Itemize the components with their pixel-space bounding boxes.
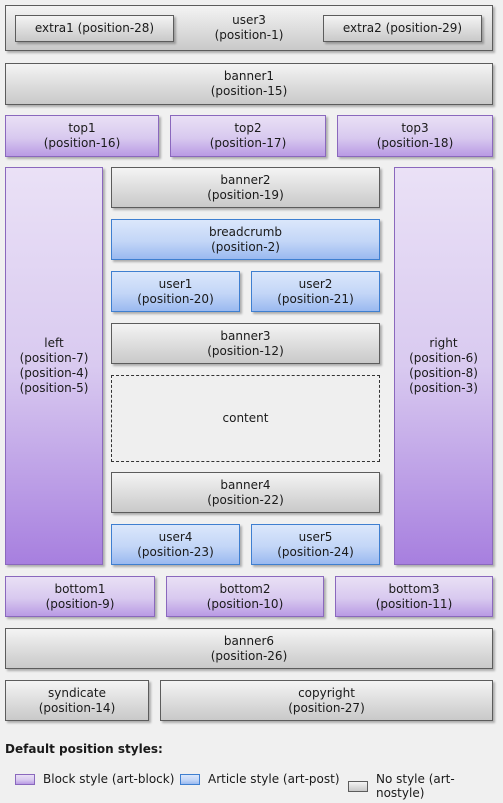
legend-item-block: Block style (art-block) bbox=[15, 772, 174, 786]
right-position-3: (position-3) bbox=[409, 381, 478, 395]
legend-swatch-nostyle bbox=[348, 780, 368, 792]
copyright-position: (position-27) bbox=[288, 700, 365, 715]
user2-box: user2 (position-21) bbox=[251, 271, 380, 312]
breadcrumb-position: (position-2) bbox=[211, 239, 280, 254]
banner1-box: banner1 (position-15) bbox=[5, 63, 493, 105]
left-box: left (position-7) (position-4) (position… bbox=[5, 167, 103, 565]
legend-label-post: Article style (art-post) bbox=[208, 772, 340, 786]
banner3-position: (position-12) bbox=[207, 343, 284, 358]
top3-position: (position-18) bbox=[376, 136, 454, 150]
bottom2-name: bottom2 bbox=[219, 581, 271, 596]
bottom1-box: bottom1 (position-9) bbox=[5, 576, 155, 617]
banner6-position: (position-26) bbox=[210, 648, 288, 663]
copyright-box: copyright (position-27) bbox=[160, 680, 493, 721]
banner4-box: banner4 (position-22) bbox=[111, 472, 380, 513]
user3-name: user3 bbox=[232, 13, 266, 27]
user1-box: user1 (position-20) bbox=[111, 271, 240, 312]
banner3-box: banner3 (position-12) bbox=[111, 323, 380, 364]
top2-box: top2 (position-17) bbox=[170, 115, 326, 157]
user2-position: (position-21) bbox=[277, 291, 354, 306]
banner4-name: banner4 bbox=[220, 477, 271, 492]
content-box: content bbox=[111, 375, 380, 462]
right-box: right (position-6) (position-8) (positio… bbox=[394, 167, 493, 565]
banner2-position: (position-19) bbox=[207, 187, 284, 202]
top2-name: top2 bbox=[234, 121, 262, 135]
right-position-2: (position-8) bbox=[409, 366, 478, 380]
bottom3-position: (position-11) bbox=[375, 596, 453, 611]
syndicate-box: syndicate (position-14) bbox=[5, 680, 149, 721]
banner3-name: banner3 bbox=[220, 328, 271, 343]
bottom3-box: bottom3 (position-11) bbox=[335, 576, 493, 617]
user3-position: (position-1) bbox=[214, 28, 284, 42]
user1-name: user1 bbox=[158, 276, 193, 291]
legend-swatch-block bbox=[15, 773, 35, 785]
top1-name: top1 bbox=[68, 121, 96, 135]
top3-name: top3 bbox=[401, 121, 429, 135]
breadcrumb-box: breadcrumb (position-2) bbox=[111, 219, 380, 260]
top1-position: (position-16) bbox=[43, 136, 121, 150]
top3-box: top3 (position-18) bbox=[337, 115, 493, 157]
user5-name: user5 bbox=[298, 529, 333, 544]
legend-label-block: Block style (art-block) bbox=[43, 772, 175, 786]
syndicate-name: syndicate bbox=[48, 685, 106, 700]
legend-item-post: Article style (art-post) bbox=[180, 772, 340, 786]
user2-name: user2 bbox=[298, 276, 333, 291]
left-position-2: (position-4) bbox=[19, 366, 89, 380]
legend-swatch-post bbox=[180, 773, 200, 785]
user4-position: (position-23) bbox=[137, 544, 214, 559]
top1-box: top1 (position-16) bbox=[5, 115, 159, 157]
left-position-3: (position-5) bbox=[19, 381, 89, 395]
copyright-name: copyright bbox=[298, 685, 355, 700]
banner1-name: banner1 bbox=[223, 69, 275, 83]
banner6-name: banner6 bbox=[223, 633, 275, 648]
extra1-text: extra1 (position-28) bbox=[34, 21, 155, 35]
bottom1-name: bottom1 bbox=[54, 581, 106, 596]
left-name: left bbox=[44, 336, 64, 350]
banner2-name: banner2 bbox=[220, 172, 271, 187]
bottom1-position: (position-9) bbox=[45, 596, 115, 611]
breadcrumb-name: breadcrumb bbox=[208, 224, 283, 239]
content-name: content bbox=[222, 411, 269, 425]
banner4-position: (position-22) bbox=[207, 492, 284, 507]
top2-position: (position-17) bbox=[209, 136, 287, 150]
legend-item-nostyle: No style (art-nostyle) bbox=[348, 772, 503, 800]
bottom2-box: bottom2 (position-10) bbox=[166, 576, 324, 617]
legend-label-nostyle: No style (art-nostyle) bbox=[375, 772, 455, 800]
extra2-box: extra2 (position-29) bbox=[323, 15, 482, 42]
extra1-box-front: extra1 (position-28) bbox=[15, 15, 174, 42]
left-position-1: (position-7) bbox=[19, 351, 89, 365]
user5-position: (position-24) bbox=[277, 544, 354, 559]
bottom2-position: (position-10) bbox=[206, 596, 284, 611]
banner2-box: banner2 (position-19) bbox=[111, 167, 380, 208]
extra2-text: extra2 (position-29) bbox=[342, 21, 463, 35]
legend-title: Default position styles: bbox=[5, 742, 163, 756]
right-name: right bbox=[429, 336, 458, 350]
user1-position: (position-20) bbox=[137, 291, 214, 306]
bottom3-name: bottom3 bbox=[388, 581, 440, 596]
right-position-1: (position-6) bbox=[409, 351, 478, 365]
user4-box: user4 (position-23) bbox=[111, 524, 240, 565]
syndicate-position: (position-14) bbox=[38, 700, 116, 715]
user4-name: user4 bbox=[158, 529, 193, 544]
user5-box: user5 (position-24) bbox=[251, 524, 380, 565]
banner6-box: banner6 (position-26) bbox=[5, 628, 493, 669]
banner1-position: (position-15) bbox=[210, 84, 288, 98]
